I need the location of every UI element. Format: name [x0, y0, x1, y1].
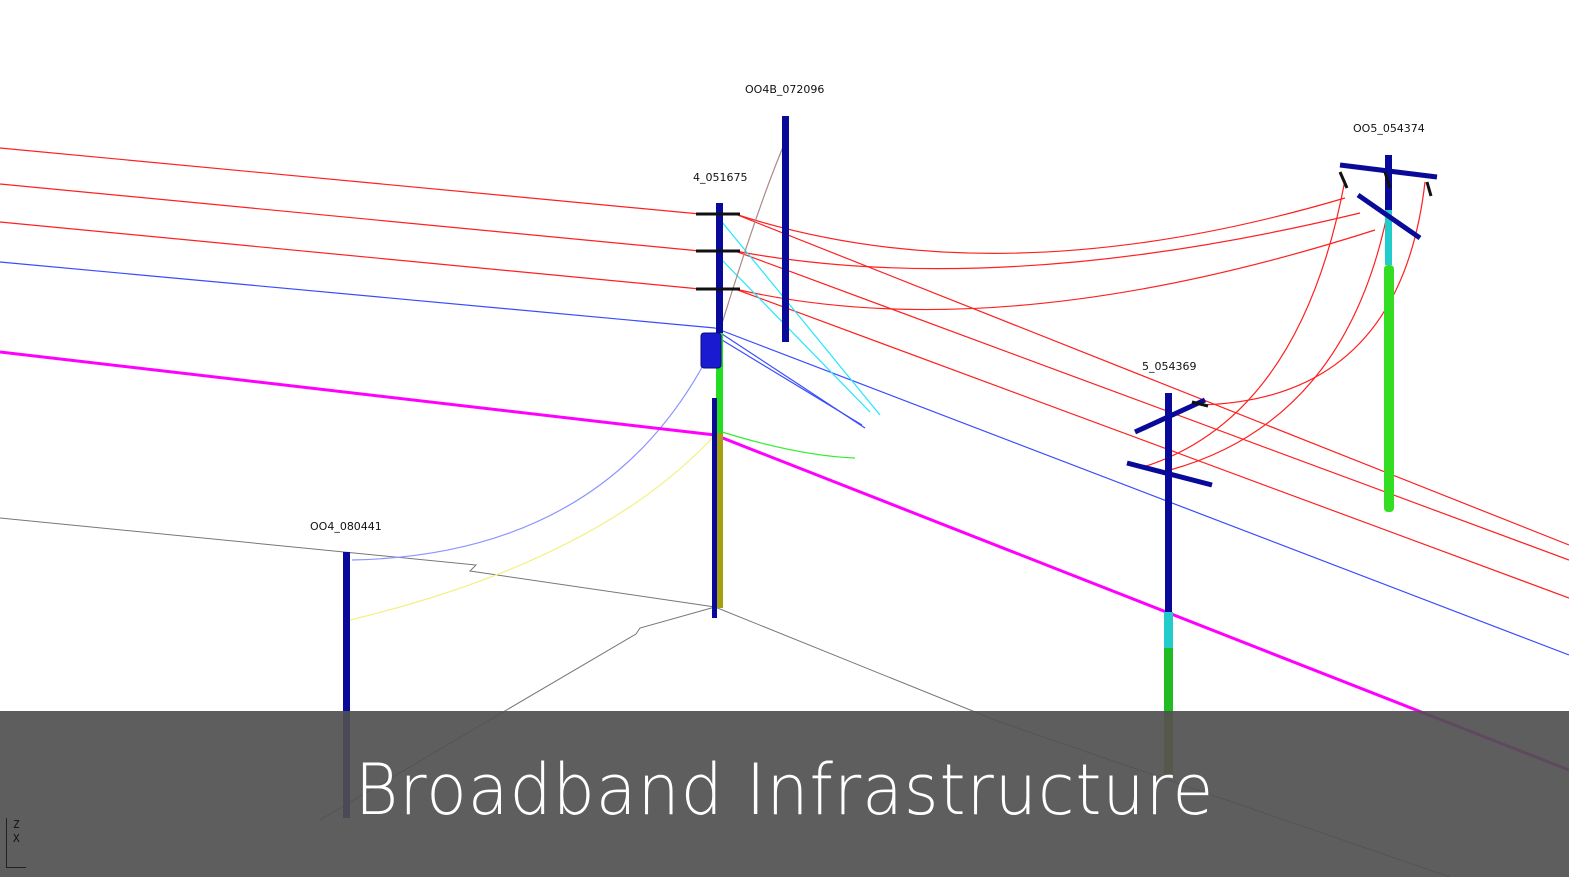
pole-label-oo4b-072096: OO4B_072096: [745, 83, 825, 96]
caption-title: Broadband Infrastructure: [354, 749, 1215, 831]
service-drops: [349, 139, 881, 621]
pole-oo5-054374[interactable]: [1338, 155, 1438, 512]
pole-4-051675[interactable]: [696, 203, 740, 618]
pole-oo4b-072096[interactable]: [782, 116, 789, 342]
pole-label-4-051675: 4_051675: [693, 171, 748, 184]
axis-z-label: Z: [13, 818, 20, 831]
pole-label-oo4-080441: OO4_080441: [310, 520, 382, 533]
pole-label-oo5-054374: OO5_054374: [1353, 122, 1425, 135]
caption-banner: Broadband Infrastructure: [0, 711, 1569, 877]
comm-lines: [0, 261, 1569, 656]
pole-oo4-080441[interactable]: [343, 552, 350, 818]
pole-label-5-054369: 5_054369: [1142, 360, 1197, 373]
fiber-line: [0, 350, 1569, 772]
axis-orientation-icon: Z X: [6, 818, 26, 868]
axis-x-label: X: [13, 832, 20, 845]
